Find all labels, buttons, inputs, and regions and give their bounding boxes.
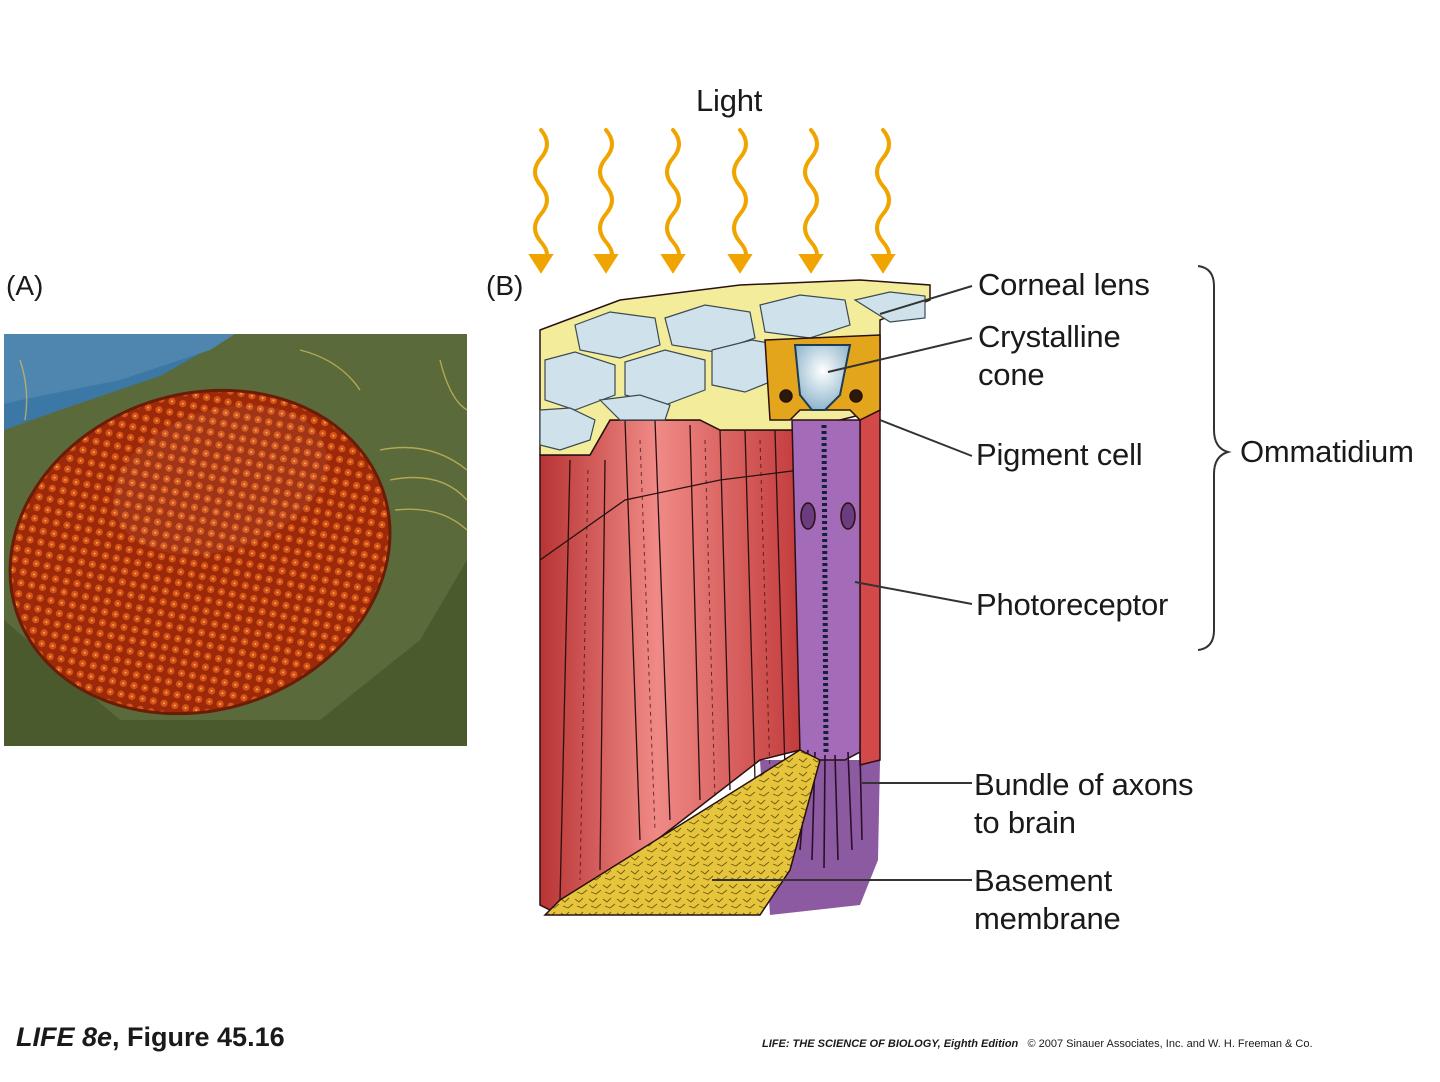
panel-b-label: (B) — [486, 270, 524, 301]
copyright-credit: LIFE: THE SCIENCE OF BIOLOGY, Eighth Edi… — [762, 1038, 1313, 1050]
pigment-cell-leader — [879, 419, 973, 457]
crystalline-cone-label-line1: Crystalline — [978, 319, 1121, 354]
corneal-lens-label: Corneal lens — [978, 267, 1150, 302]
basement-label-line1: Basement — [974, 863, 1112, 898]
bundle-label-line2: to brain — [974, 805, 1076, 840]
credit-copyright: © 2007 Sinauer Associates, Inc. and W. H… — [1027, 1038, 1313, 1050]
figure-number: , Figure 45.16 — [112, 1022, 285, 1052]
ommatidium-label: Ommatidium — [1240, 434, 1414, 469]
light-arrow — [727, 128, 753, 274]
ommatidia-cutaway — [539, 279, 931, 916]
photoreceptor-label: Photoreceptor — [976, 587, 1169, 622]
light-arrow — [798, 128, 824, 274]
ommatidium-brace — [1197, 265, 1232, 651]
credit-title: LIFE: THE SCIENCE OF BIOLOGY, Eighth Edi… — [762, 1038, 1019, 1050]
light-label: Light — [696, 83, 763, 118]
book-title: LIFE 8e — [16, 1022, 113, 1052]
crystalline-cone-leader — [827, 337, 973, 373]
light-arrow — [870, 128, 896, 274]
leader-lines — [712, 285, 973, 881]
basement-label-line2: membrane — [974, 901, 1121, 936]
photoreceptor-leader — [854, 581, 973, 605]
light-arrows — [528, 128, 896, 274]
figure-caption: LIFE 8e, Figure 45.16 — [16, 1022, 285, 1053]
bundle-label-line1: Bundle of axons — [974, 767, 1194, 802]
pigment-cell-label: Pigment cell — [976, 437, 1143, 472]
corneal-lens-leader — [879, 285, 973, 315]
light-arrow — [528, 128, 554, 274]
fly-eye-micrograph — [4, 334, 468, 746]
light-arrow — [660, 128, 686, 274]
light-arrow — [593, 128, 619, 274]
panel-a-label: (A) — [6, 270, 44, 301]
crystalline-cone-label-line2: cone — [978, 357, 1045, 392]
